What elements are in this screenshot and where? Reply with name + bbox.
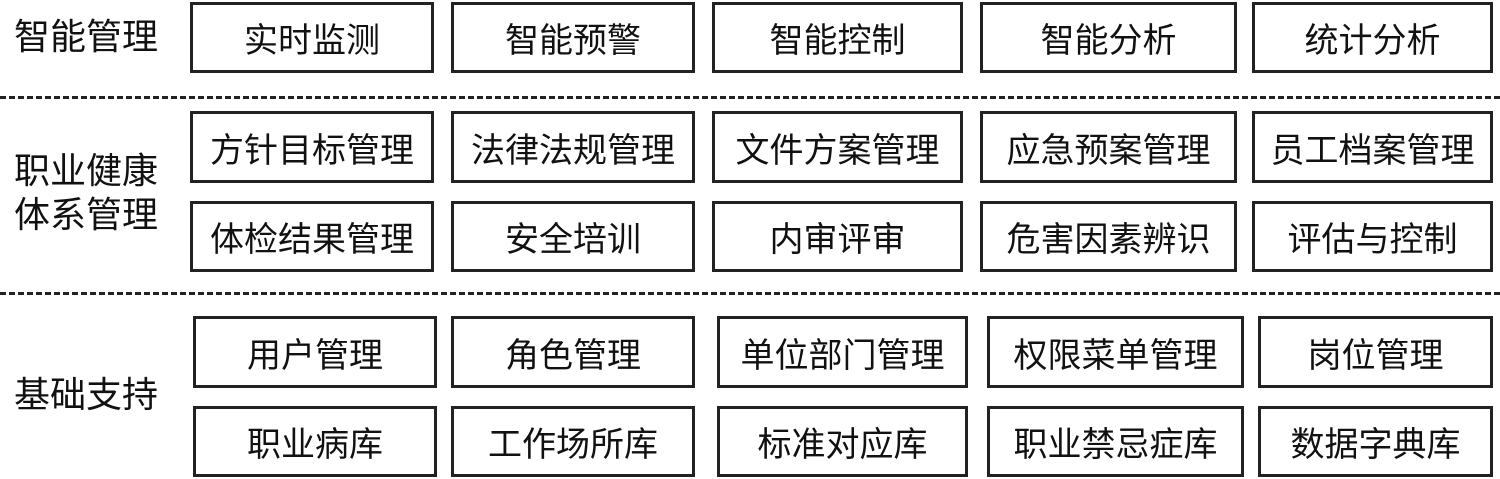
layer-divider <box>0 292 1500 295</box>
module-box: 标准对应库 <box>717 406 968 477</box>
module-box: 应急预案管理 <box>980 111 1237 183</box>
module-box: 方针目标管理 <box>190 111 434 183</box>
module-box: 统计分析 <box>1252 2 1493 73</box>
module-box: 职业病库 <box>193 406 437 477</box>
module-box: 法律法规管理 <box>451 111 695 183</box>
module-box: 评估与控制 <box>1252 201 1493 272</box>
module-box: 智能控制 <box>712 2 963 73</box>
module-box: 工作场所库 <box>451 406 695 477</box>
module-box: 实时监测 <box>190 2 434 73</box>
module-box: 内审评审 <box>712 201 963 272</box>
layer-label-health-system: 职业健康 体系管理 <box>14 150 174 238</box>
layer-label-line: 职业健康 <box>14 151 159 192</box>
module-box: 角色管理 <box>451 316 695 388</box>
module-box: 单位部门管理 <box>717 316 968 388</box>
module-box: 职业禁忌症库 <box>987 406 1244 477</box>
module-box: 安全培训 <box>451 201 695 272</box>
module-box: 文件方案管理 <box>712 111 963 183</box>
layer-label-basic-support: 基础支持 <box>14 375 159 416</box>
module-box: 用户管理 <box>193 316 437 388</box>
module-box: 体检结果管理 <box>190 201 434 272</box>
module-box: 智能分析 <box>980 2 1237 73</box>
module-box: 智能预警 <box>451 2 695 73</box>
layer-label-smart-management: 智能管理 <box>14 17 159 58</box>
module-box: 数据字典库 <box>1258 406 1493 477</box>
module-box: 权限菜单管理 <box>987 316 1244 388</box>
module-box: 危害因素辨识 <box>980 201 1237 272</box>
layer-label-line: 体系管理 <box>14 195 159 236</box>
module-box: 岗位管理 <box>1258 316 1493 388</box>
layer-divider <box>0 96 1500 99</box>
module-box: 员工档案管理 <box>1252 111 1493 183</box>
